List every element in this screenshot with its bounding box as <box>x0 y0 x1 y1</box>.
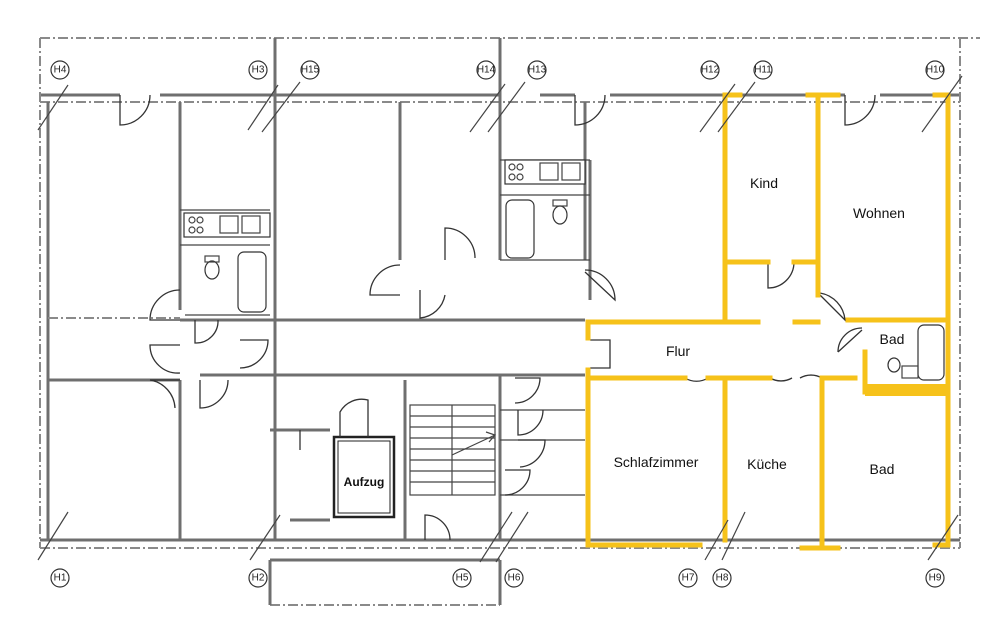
svg-text:H15: H15 <box>301 65 320 76</box>
room-label-bad-large: Bad <box>870 461 895 477</box>
room-label-bad-small: Bad <box>880 331 905 347</box>
axis-markers-bottom: H1 H2 H5 H6 H7 H8 H9 <box>37 511 959 588</box>
svg-text:H6: H6 <box>508 573 521 584</box>
building-walls <box>39 37 980 606</box>
svg-text:H8: H8 <box>716 573 729 584</box>
fixtures-center-core <box>504 159 586 259</box>
staircase <box>409 404 497 496</box>
room-label-kueche: Küche <box>747 456 787 472</box>
axis-marker: H13 <box>487 60 547 133</box>
axis-marker: H5 <box>452 511 513 588</box>
room-label-kind: Kind <box>750 175 778 191</box>
fixtures-left-core <box>183 212 271 313</box>
axis-marker: H6 <box>495 511 529 588</box>
room-label-wohnen: Wohnen <box>853 205 905 221</box>
doors <box>119 94 876 541</box>
axis-marker: H10 <box>921 60 963 133</box>
axis-marker: H8 <box>712 511 746 588</box>
svg-text:H4: H4 <box>54 65 67 76</box>
room-label-flur: Flur <box>666 343 690 359</box>
svg-text:H12: H12 <box>701 65 720 76</box>
svg-text:H14: H14 <box>477 65 496 76</box>
elevator-label: Aufzug <box>344 475 385 489</box>
svg-text:H13: H13 <box>528 65 547 76</box>
svg-text:H5: H5 <box>456 573 469 584</box>
axis-marker: H3 <box>247 60 279 131</box>
fixtures-apartment-bath <box>887 324 945 381</box>
axis-markers-top: H4 H3 H15 H14 H13 H12 H11 H10 <box>37 60 963 133</box>
axis-marker: H12 <box>699 60 736 133</box>
svg-text:H3: H3 <box>252 65 265 76</box>
elevator-shaft: Aufzug <box>332 435 396 519</box>
svg-text:H11: H11 <box>754 65 772 76</box>
svg-text:H10: H10 <box>926 65 945 76</box>
svg-text:H7: H7 <box>682 573 695 584</box>
axis-marker: H2 <box>248 514 281 588</box>
axis-marker: H1 <box>37 511 70 588</box>
svg-text:H9: H9 <box>929 573 942 584</box>
svg-text:H2: H2 <box>252 573 265 584</box>
axis-marker: H9 <box>925 514 959 588</box>
axis-marker: H4 <box>37 60 70 131</box>
svg-text:H1: H1 <box>54 573 67 584</box>
axis-marker: H14 <box>469 60 506 133</box>
axis-marker: H11 <box>717 60 773 133</box>
apartment-highlight <box>585 92 951 551</box>
room-label-schlafzimmer: Schlafzimmer <box>614 454 699 470</box>
axis-marker: H7 <box>678 519 729 588</box>
axis-marker: H15 <box>261 60 320 133</box>
room-labels: Kind Wohnen Bad Flur Schlafzimmer Küche … <box>614 175 905 477</box>
